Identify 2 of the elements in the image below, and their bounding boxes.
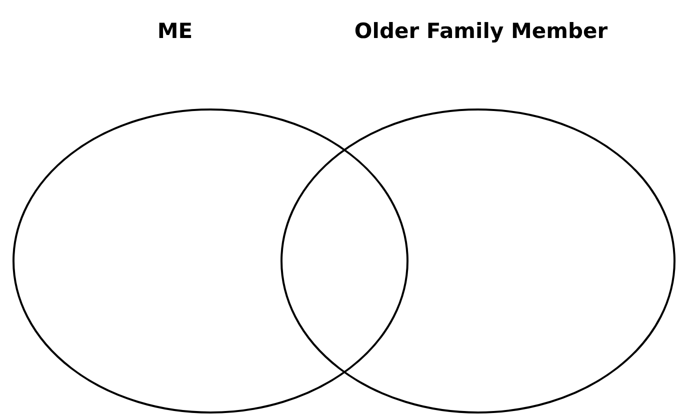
circle-heading: Older Family Member: [354, 18, 608, 45]
circle-heading: ME: [157, 18, 193, 45]
